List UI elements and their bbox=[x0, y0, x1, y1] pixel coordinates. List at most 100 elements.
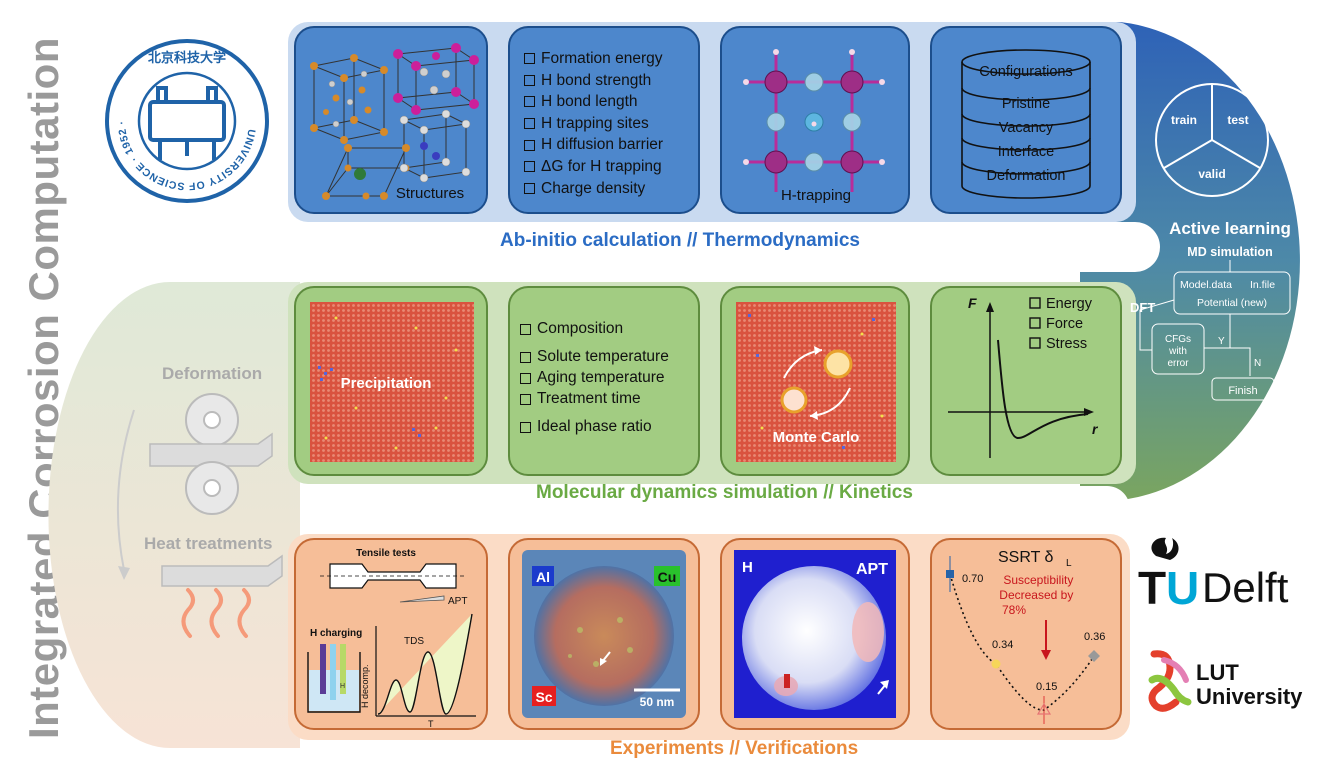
potential-y-label: F bbox=[968, 295, 977, 311]
lut-line2: University bbox=[1196, 684, 1303, 709]
scale-bar-label: 50 nm bbox=[640, 695, 675, 709]
ustb-logo: UNIVERSITY OF SCIENCE · 1952 · AND TECHN… bbox=[104, 38, 269, 203]
ding-vessel-icon bbox=[148, 86, 226, 160]
tds-label: TDS bbox=[404, 636, 424, 647]
param-item: Composition bbox=[520, 320, 669, 338]
ssrt-value: 0.36 bbox=[1084, 631, 1105, 643]
sc-label: Sc bbox=[535, 689, 552, 705]
tests-schematic: Tensile tests APT H charging H TDS H dec… bbox=[307, 548, 476, 729]
apt-small-label: APT bbox=[448, 596, 467, 607]
ssrt-card: SSRT δ L Susceptibility Decreased by 78%… bbox=[930, 538, 1122, 730]
al-label: Al bbox=[536, 569, 550, 585]
pie-valid: valid bbox=[1198, 167, 1225, 181]
config-item: Interface bbox=[998, 144, 1054, 160]
pie-train: train bbox=[1171, 113, 1197, 127]
process-params-list: Composition Solute temperature Aging tem… bbox=[520, 320, 669, 436]
md-label: Molecular dynamics simulation // Kinetic… bbox=[536, 482, 913, 503]
eds-card: Al Cu Sc 50 nm bbox=[508, 538, 700, 730]
logo-chinese-text: 北京科技大学 bbox=[148, 50, 226, 65]
tudelft-t: T bbox=[1138, 562, 1166, 614]
finish-label: Finish bbox=[1228, 385, 1257, 397]
config-item: Configurations bbox=[979, 64, 1073, 80]
ssrt-value: 0.15 bbox=[1036, 681, 1057, 693]
lut-line1: LUT bbox=[1196, 660, 1239, 685]
database-icon: Configurations Pristine Vacancy Interfac… bbox=[961, 49, 1091, 199]
potential-x-label: r bbox=[1092, 421, 1099, 437]
active-learning-title: Active learning bbox=[1169, 219, 1291, 238]
crystal-structures-icon: Structures bbox=[310, 43, 479, 202]
h-charging-label: H charging bbox=[310, 628, 362, 639]
properties-list: Formation energy H bond strength H bond … bbox=[524, 48, 663, 199]
htrapping-caption: H-trapping bbox=[781, 187, 851, 204]
property-item: H diffusion barrier bbox=[524, 134, 663, 156]
lut-logo: LUT University bbox=[1148, 650, 1303, 712]
ssrt-subscript: L bbox=[1066, 558, 1072, 569]
yes-label: Y bbox=[1218, 336, 1225, 347]
precipitation-caption: Precipitation bbox=[341, 375, 432, 392]
eds-map: Al Cu Sc 50 nm bbox=[522, 550, 686, 718]
property-item: H trapping sites bbox=[524, 113, 663, 135]
properties-card: Formation energy H bond strength H bond … bbox=[508, 26, 700, 214]
param-item: Ideal phase ratio bbox=[520, 418, 669, 436]
htrapping-card: H-trapping bbox=[720, 26, 910, 214]
ssrt-value: 0.70 bbox=[962, 573, 983, 585]
param-item: Treatment time bbox=[520, 390, 669, 408]
tudelft-delft: Delft bbox=[1202, 564, 1289, 611]
potential-item: Energy bbox=[1046, 296, 1093, 312]
abinitio-label: Ab-initio calculation // Thermodynamics bbox=[500, 230, 860, 251]
potential-card: F r Energy Force Stress bbox=[930, 286, 1122, 476]
monte-carlo-lattice: Monte Carlo bbox=[736, 302, 896, 462]
md-simulation-label: MD simulation bbox=[1187, 245, 1272, 259]
config-item: Pristine bbox=[1002, 96, 1050, 112]
processing-arc bbox=[48, 282, 301, 748]
active-learning-diagram: train test valid Active learning MD simu… bbox=[1130, 83, 1306, 401]
htrapping-lattice-icon: H-trapping bbox=[743, 49, 885, 204]
ssrt-title: SSRT δ bbox=[998, 549, 1054, 566]
model-data-label: Model.data bbox=[1180, 279, 1232, 291]
precipitation-lattice: Precipitation bbox=[310, 302, 474, 462]
property-item: ΔG for H trapping bbox=[524, 156, 663, 178]
experiments-label: Experiments // Verifications bbox=[610, 738, 859, 759]
no-label: N bbox=[1254, 358, 1261, 369]
structures-caption: Structures bbox=[396, 185, 464, 202]
tds-y-axis-label: H decomp. bbox=[360, 664, 370, 708]
property-item: Charge density bbox=[524, 178, 663, 200]
ssrt-chart: SSRT δ L Susceptibility Decreased by 78%… bbox=[946, 549, 1105, 724]
ssrt-value: 0.34 bbox=[992, 639, 1013, 651]
potential-label: Potential (new) bbox=[1197, 297, 1267, 309]
property-item: H bond strength bbox=[524, 70, 663, 92]
ssrt-susceptibility: Susceptibility Decreased by 78% bbox=[999, 573, 1076, 617]
configurations-card: Configurations Pristine Vacancy Interfac… bbox=[930, 26, 1122, 214]
deformation-label: Deformation bbox=[162, 364, 263, 383]
structures-card: Structures bbox=[294, 26, 488, 214]
tudelft-u: U bbox=[1166, 562, 1199, 614]
apt-map: H APT bbox=[734, 550, 896, 718]
monte-carlo-caption: Monte Carlo bbox=[773, 429, 860, 446]
potential-item: Stress bbox=[1046, 336, 1087, 352]
precipitation-card: Precipitation bbox=[294, 286, 488, 476]
apt-card: H APT bbox=[720, 538, 910, 730]
property-item: Formation energy bbox=[524, 48, 663, 70]
apt-label: APT bbox=[856, 561, 888, 578]
heat-label: Heat treatments bbox=[144, 534, 273, 553]
potential-curve-plot: F r Energy Force Stress bbox=[948, 295, 1099, 458]
apt-h-label: H bbox=[742, 559, 753, 576]
potential-item: Force bbox=[1046, 316, 1083, 332]
h-electrode-label: H bbox=[340, 683, 345, 690]
param-item: Aging temperature bbox=[520, 369, 669, 387]
config-item: Deformation bbox=[987, 168, 1066, 184]
in-file-label: In.file bbox=[1250, 279, 1275, 291]
tudelft-logo: T U Delft bbox=[1138, 537, 1289, 614]
process-params-card: Composition Solute temperature Aging tem… bbox=[508, 286, 700, 476]
tests-card: Tensile tests APT H charging H TDS H dec… bbox=[294, 538, 488, 730]
monte-carlo-card: Monte Carlo bbox=[720, 286, 910, 476]
cu-label: Cu bbox=[658, 569, 677, 585]
tensile-label: Tensile tests bbox=[356, 548, 416, 559]
config-item: Vacancy bbox=[999, 120, 1054, 136]
dft-label: DFT bbox=[1130, 300, 1155, 315]
processing-icons bbox=[116, 393, 283, 638]
param-item: Solute temperature bbox=[520, 348, 669, 366]
pie-test: test bbox=[1227, 113, 1248, 127]
tds-x-axis-label: T bbox=[428, 719, 434, 728]
